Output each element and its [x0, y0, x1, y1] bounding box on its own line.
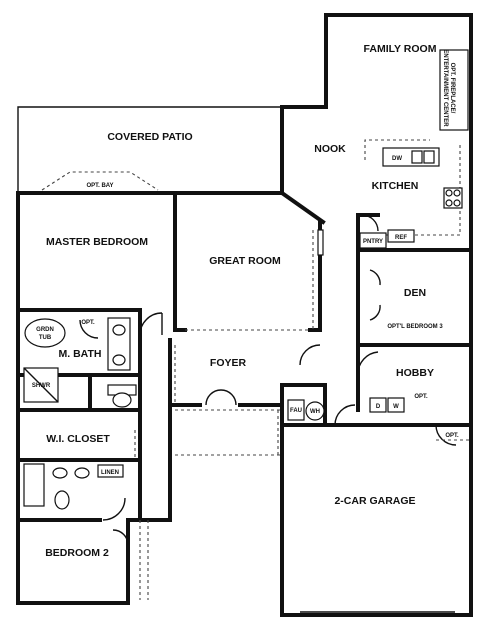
kitchen-label: KITCHEN: [372, 180, 419, 192]
opt-fireplace-label: OPT. FIREPLACE/: [449, 63, 455, 114]
pantry-label: PNTRY: [363, 239, 383, 245]
fau-label: FAU: [290, 408, 302, 414]
grdn-label: GRDN: [36, 327, 54, 333]
den-option-label: OPT'L BEDROOM 3: [387, 324, 443, 330]
great-room-label: GREAT ROOM: [209, 255, 281, 267]
covered-patio-label: COVERED PATIO: [107, 131, 192, 143]
entertainment-center-label: ENTERTAINMENT CENTER: [442, 49, 448, 127]
tub-label: TUB: [39, 335, 52, 341]
dw-label: DW: [392, 156, 402, 162]
dashed-openings: [134, 139, 461, 600]
fixture-labels: OPT. BAY OPT. FIREPLACE/ ENTERTAINMENT C…: [32, 49, 459, 476]
opt-bay-label: OPT. BAY: [86, 183, 113, 189]
m-bath-label: M. BATH: [59, 348, 102, 360]
washer-label: W: [393, 404, 399, 410]
wi-closet-label: W.I. CLOSET: [46, 433, 110, 445]
bay-window: [41, 171, 159, 191]
ref-label: REF: [395, 235, 407, 241]
nook-label: NOOK: [314, 143, 346, 155]
hobby-opt-label: OPT.: [414, 394, 428, 400]
doors: [79, 214, 457, 546]
dryer-label: D: [376, 404, 381, 410]
master-bedroom-label: MASTER BEDROOM: [46, 236, 148, 248]
family-room-label: FAMILY ROOM: [364, 43, 437, 55]
room-labels: FAMILY ROOM COVERED PATIO NOOK KITCHEN M…: [45, 43, 443, 559]
shower-label: SHWR: [32, 383, 51, 389]
linen-label: LINEN: [101, 470, 119, 476]
fixtures: [23, 49, 471, 613]
foyer-label: FOYER: [210, 357, 247, 369]
hobby-label: HOBBY: [396, 367, 434, 379]
exterior-walls: [16, 13, 473, 617]
den-label: DEN: [404, 287, 426, 299]
garage-label: 2-CAR GARAGE: [334, 495, 415, 507]
garage-opt-label: OPT.: [445, 433, 459, 439]
wh-label: WH: [310, 409, 320, 415]
bath-opt-label: OPT.: [81, 320, 95, 326]
bedroom-2-label: BEDROOM 2: [45, 547, 109, 559]
